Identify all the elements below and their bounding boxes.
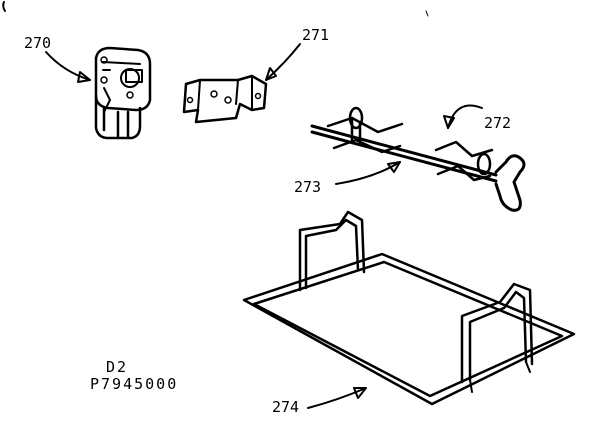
speck-mark xyxy=(425,10,429,17)
callout-272: 272 xyxy=(484,114,511,132)
drawing-code-line1: D2 xyxy=(106,358,128,376)
spit-rod-shape xyxy=(310,124,498,177)
callout-274: 274 xyxy=(272,398,299,416)
corner-mark xyxy=(2,1,6,12)
callout-270: 270 xyxy=(24,34,51,52)
callout-leaders xyxy=(45,43,483,409)
drip-rack-part xyxy=(242,210,576,406)
spit-assembly-part xyxy=(310,106,526,212)
spit-handle-shape xyxy=(494,154,526,212)
left-fork-shape xyxy=(326,116,404,154)
callout-271: 271 xyxy=(302,26,329,44)
drawing-code-line2: P7945000 xyxy=(90,375,178,393)
bracket-part xyxy=(182,74,268,124)
right-fork-shape xyxy=(434,140,494,182)
motor-part xyxy=(94,46,152,140)
callout-273: 273 xyxy=(294,178,321,196)
